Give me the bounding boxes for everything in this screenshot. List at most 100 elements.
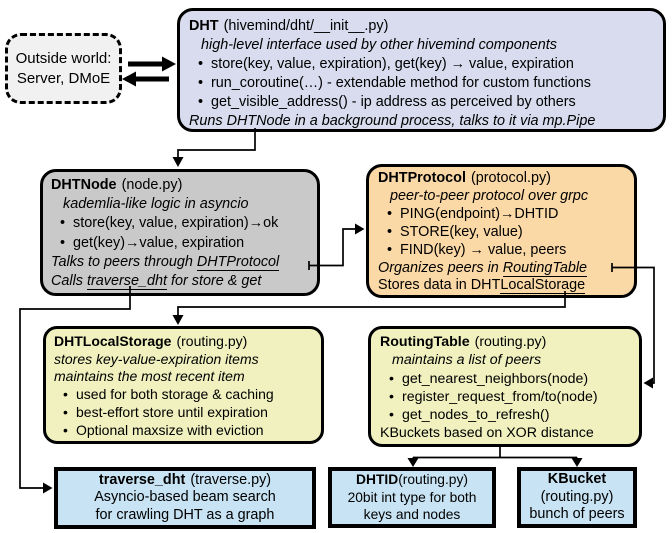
traverse-dht-file-name: (traverse.py) (190, 471, 272, 488)
dhtnode-bullet-get-text: get(key)→value, expiration (73, 234, 245, 251)
dhtprotocol-footer1: Organizes peers in RoutingTable (378, 259, 630, 278)
dhtlocalstorage-bullet-besteffort: • best-effort store until expiration (54, 404, 318, 422)
outside-world-box: Outside world: Server, DMoE (5, 33, 122, 104)
dhtprotocol-footer1-pre: Organizes peers in (378, 259, 503, 276)
dht-bullet-get-visible-address: • get_visible_address() - ip address as p… (189, 93, 657, 112)
dht-box: DHT(hivemind/dht/__init__.py) high-level… (177, 8, 666, 132)
bullet-icon: • (389, 388, 394, 405)
arrow-routingtable-fanout (412, 447, 578, 459)
dhtprotocol-file-name: (protocol.py) (470, 170, 551, 186)
bullet-icon: • (198, 75, 204, 92)
arrowhead-dhtprotocol-to-storage (172, 315, 184, 325)
arrowhead-outside-to-dht (162, 56, 176, 72)
dhtprotocol-footer-localstorage-ref: LocalStorage (500, 277, 586, 295)
dhtlocalstorage-title: DHTLocalStorage(routing.py) (54, 333, 318, 351)
dhtlocalstorage-bullet-usage-text: used for both storage & caching (76, 386, 274, 403)
dhtprotocol-footer-routingtable-ref: RoutingTable (502, 259, 588, 277)
dhtnode-footer1: Talks to peers through DHTProtocol (51, 253, 313, 272)
dhtnode-class-name: DHTNode (51, 177, 117, 193)
arrowhead-routingtable-to-kbucket (571, 458, 583, 467)
routingtable-class-name: RoutingTable (380, 334, 470, 350)
kbucket-file-name: (routing.py) (540, 488, 614, 505)
dhtid-line2: keys and nodes (363, 507, 461, 523)
dhtnode-subtitle: kademlia-like logic in asyncio (63, 196, 249, 213)
bullet-icon: • (387, 205, 393, 222)
routingtable-bullet-refresh-text: get_nodes_to_refresh() (402, 407, 550, 424)
kbucket-line1: bunch of peers (529, 506, 625, 523)
traverse-dht-box: traverse_dht(traverse.py) Asyncio-based … (54, 467, 316, 529)
dhtnode-file-name: (node.py) (121, 177, 183, 193)
traverse-dht-line1: Asyncio-based beam search (94, 489, 276, 506)
routingtable-bullet-refresh: • get_nodes_to_refresh() (380, 406, 636, 424)
bullet-icon: • (198, 94, 204, 111)
dhtlocalstorage-file-name: (routing.py) (176, 333, 248, 349)
dht-title: DHT(hivemind/dht/__init__.py) (189, 17, 657, 36)
arrowhead-routingtable-to-dhtid (407, 458, 419, 467)
dhtprotocol-box: DHTProtocol(protocol.py) peer-to-peer pr… (366, 164, 637, 298)
traverse-dht-func-name: traverse_dht (98, 471, 186, 488)
dht-class-name: DHT (189, 18, 219, 34)
dhtid-line1: 20bit int type for both (347, 489, 477, 505)
dhtlocalstorage-subtitle1: stores key-value-expiration items (54, 350, 259, 367)
dht-footer-dhtnode-ref: DHTNode (226, 113, 291, 131)
dhtlocalstorage-subtitle2: maintains the most recent item (54, 368, 245, 385)
traverse-dht-line2: for crawling DHT as a graph (95, 506, 275, 523)
bullet-icon: • (63, 386, 68, 403)
dhtprotocol-bullet-ping-text: PING(endpoint)→DHTID (400, 205, 559, 222)
dhtnode-footer-traverse-ref: traverse_dht (86, 273, 167, 291)
dhtprotocol-bullet-ping: • PING(endpoint)→DHTID (378, 206, 630, 224)
dhtprotocol-class-name: DHTProtocol (378, 170, 466, 186)
dhtnode-footer2: Calls traverse_dht for store & get (51, 272, 313, 291)
dhtnode-bullet-store: •store(key, value, expiration)→ok (51, 214, 313, 233)
dht-bullet-store: • store(key, value, expiration), get(key)… (189, 55, 657, 74)
traverse-dht-title: traverse_dht(traverse.py) (99, 472, 271, 489)
routingtable-footer: KBuckets based on XOR distance (380, 425, 594, 442)
bullet-icon: • (60, 215, 66, 232)
dhtlocalstorage-bullet-besteffort-text: best-effort store until expiration (76, 403, 268, 420)
dhtnode-footer2-post: for store & get (166, 273, 262, 290)
routingtable-box: RoutingTable(routing.py) maintains a lis… (368, 326, 642, 447)
bullet-icon: • (389, 407, 394, 424)
routingtable-bullet-neighbors-text: get_nearest_neighbors(node) (402, 370, 589, 387)
arrow-dht-to-dhtnode (177, 128, 256, 158)
dht-bullet-store-text: store(key, value, expiration), get(key) … (211, 56, 574, 73)
dht-footer: Runs DHTNode in a background process, ta… (189, 112, 657, 131)
dhtnode-footer-dhtprotocol-ref: DHTProtocol (196, 253, 280, 271)
dht-footer-pre: Runs (189, 113, 227, 130)
dhtprotocol-footer2: Stores data in DHTLocalStorage (378, 277, 630, 295)
dhtlocalstorage-bullet-maxsize: •Optional maxsize with eviction (54, 422, 318, 440)
dhtlocalstorage-bullet-usage: • used for both storage & caching (54, 386, 318, 404)
arrowhead-dht-to-dhtnode (172, 157, 184, 167)
bullet-icon: • (60, 234, 66, 251)
arrowhead-dht-to-outside (122, 71, 136, 87)
routingtable-bullet-neighbors: • get_nearest_neighbors(node) (380, 370, 636, 388)
dht-footer-post: in a background process, talks to it via… (290, 113, 596, 130)
dhtprotocol-subtitle: peer-to-peer protocol over grpc (390, 187, 589, 204)
dht-bullet-get-visible-address-text: get_visible_address() - ip address as pe… (211, 94, 576, 111)
dhtid-box: DHTID(routing.py) 20bit int type for bot… (328, 467, 496, 528)
bullet-icon: • (63, 403, 68, 420)
bullet-icon: • (387, 241, 393, 258)
dhtnode-footer2-pre: Calls (51, 273, 87, 290)
dhtprotocol-bullet-find: • FIND(key) → value, peers (378, 242, 630, 260)
bullet-icon: • (389, 370, 394, 387)
bullet-icon: • (198, 56, 204, 73)
dhtid-file-name: (routing.py) (398, 472, 468, 488)
dhtprotocol-bullet-find-text: FIND(key) → value, peers (400, 241, 567, 258)
dhtprotocol-title: DHTProtocol(protocol.py) (378, 170, 630, 188)
dhtid-class-name: DHTID (356, 472, 399, 488)
dht-file-name: (hivemind/dht/__init__.py) (223, 18, 389, 34)
bullet-icon: • (63, 421, 68, 438)
dhtnode-title: DHTNode(node.py) (51, 176, 313, 195)
dhtprotocol-footer2-pre: Stores data in DHT (378, 277, 501, 294)
outside-world-line2: Server, DMoE (16, 69, 111, 87)
dhtnode-bullet-get: • get(key)→value, expiration (51, 234, 313, 253)
kbucket-class-name: KBucket (547, 471, 607, 488)
routingtable-bullet-register: •register_request_from/to(node) (380, 388, 636, 406)
arrowhead-dhtnode-to-traverse (43, 482, 53, 494)
bullet-icon: • (387, 223, 393, 240)
routingtable-title: RoutingTable(routing.py) (380, 333, 636, 351)
routingtable-file-name: (routing.py) (474, 334, 547, 350)
dhtlocalstorage-class-name: DHTLocalStorage (54, 333, 172, 349)
